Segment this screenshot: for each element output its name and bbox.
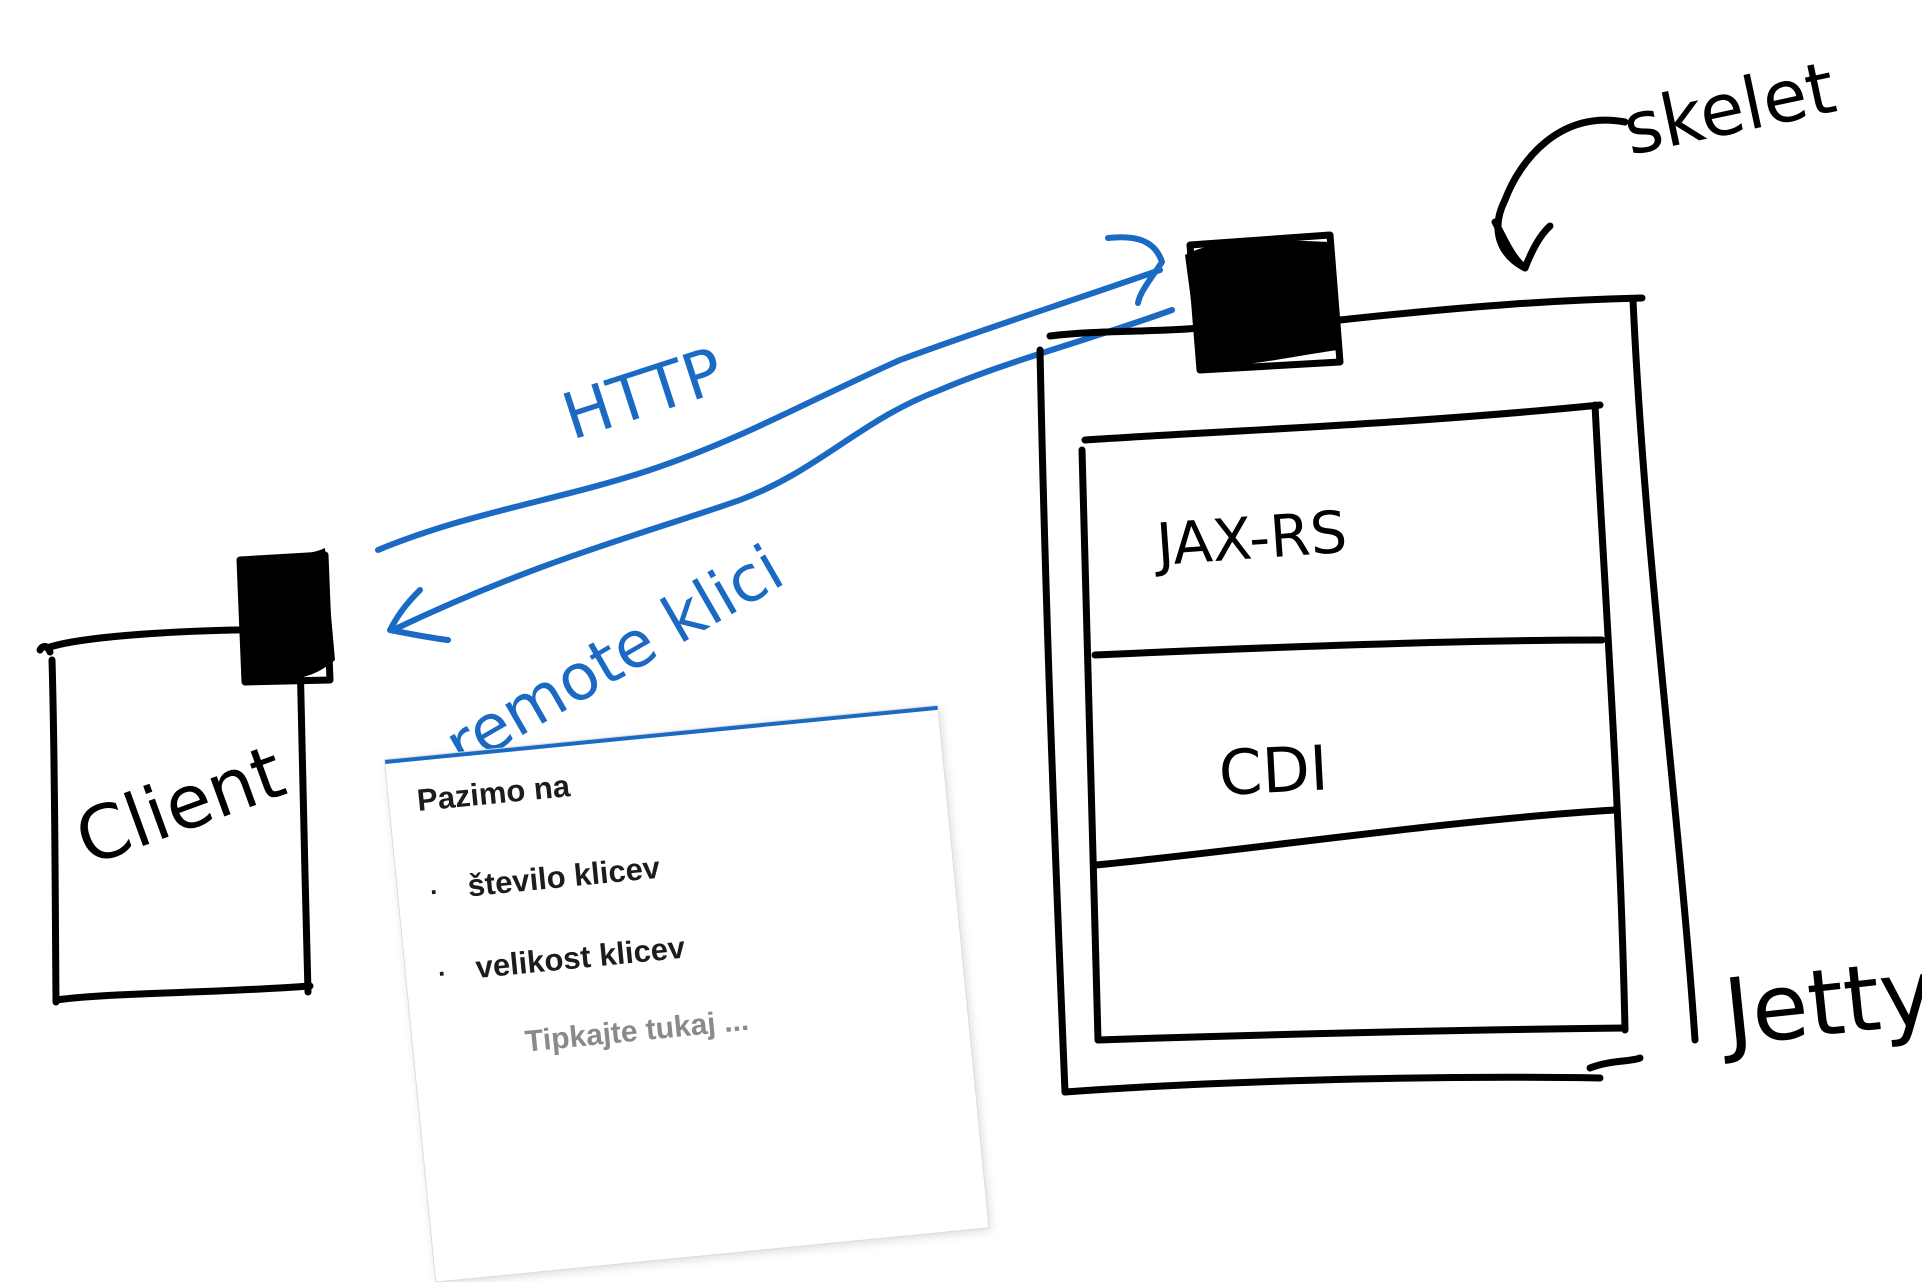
- note-card[interactable]: Pazimo na · število klicev · velikost kl…: [385, 705, 989, 1282]
- jetty-container: [1036, 294, 1699, 1096]
- skeleton-pointer-arrow: [1491, 116, 1629, 272]
- skeleton-stub: [1185, 231, 1344, 374]
- note-item-text: število klicev: [465, 849, 662, 904]
- jaxrs-layer-label: JAX-RS: [1151, 498, 1349, 579]
- inner-stack: [1078, 401, 1629, 1044]
- diagram-svg: Client HTTP remote klici: [36, 45, 1922, 1096]
- note-list: · število klicev · velikost klicev: [429, 846, 691, 1030]
- bullet-icon: ·: [436, 958, 449, 989]
- client-label: Client: [65, 729, 296, 883]
- diagram-canvas: Client HTTP remote klici: [36, 45, 1922, 1282]
- jetty-label: Jetty: [1714, 938, 1922, 1067]
- note-title: Pazimo na: [415, 768, 572, 818]
- http-label: HTTP: [554, 334, 733, 455]
- http-arrow: [375, 234, 1165, 553]
- skeleton-label: skelet: [1616, 45, 1842, 172]
- bullet-icon: ·: [428, 876, 441, 908]
- client-stub: [236, 548, 335, 686]
- cdi-layer-label: CDI: [1217, 731, 1330, 810]
